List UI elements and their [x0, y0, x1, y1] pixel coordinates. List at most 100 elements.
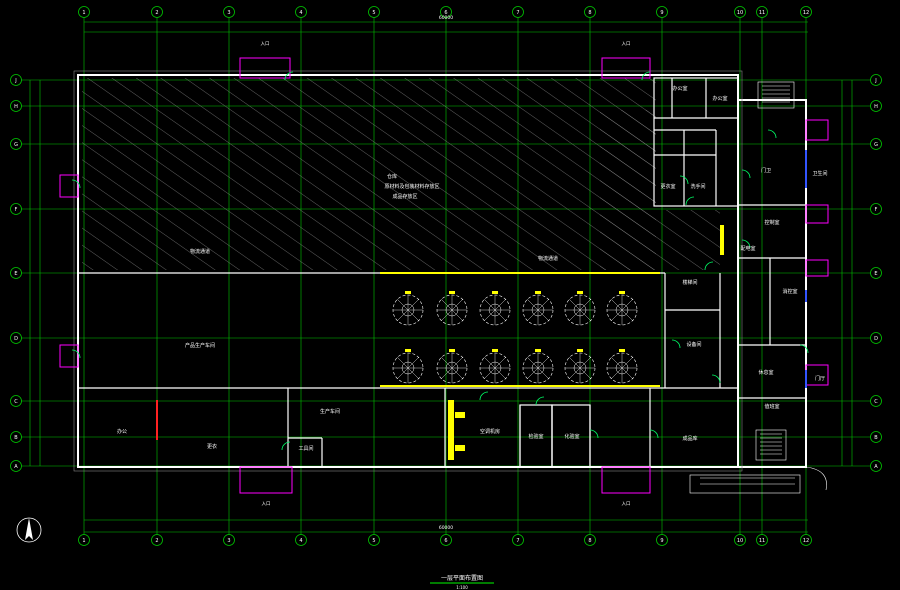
svg-text:G: G [874, 142, 878, 148]
svg-text:H: H [874, 104, 878, 110]
svg-text:更衣室: 更衣室 [660, 183, 675, 190]
axis-bubble-col-4: 4 [295, 6, 307, 18]
svg-text:10: 10 [737, 538, 743, 544]
svg-text:更衣: 更衣 [207, 443, 217, 450]
svg-text:8: 8 [588, 10, 591, 16]
entrance-ramp [689, 466, 827, 494]
axis-bubble-col-11: 11 [756, 6, 768, 18]
svg-text:物流通道: 物流通道 [190, 248, 210, 255]
svg-text:产品生产车间: 产品生产车间 [185, 342, 215, 349]
axis-bubble-row-E: E [870, 267, 882, 279]
svg-text:5: 5 [372, 538, 375, 544]
axis-bubble-row-F: F [870, 203, 882, 215]
axis-bubble-col-6: 6 [440, 534, 452, 546]
svg-text:11: 11 [759, 10, 765, 16]
svg-text:B: B [14, 435, 18, 441]
svg-text:8: 8 [588, 538, 591, 544]
svg-text:办公室: 办公室 [712, 95, 727, 102]
svg-text:办公室: 办公室 [672, 85, 687, 92]
yellow-equipment [380, 225, 724, 460]
axis-bubble-col-3: 3 [223, 6, 235, 18]
warehouse-hatch [82, 78, 656, 270]
axis-bubble-col-12: 12 [800, 6, 812, 18]
svg-text:一层平面布置图: 一层平面布置图 [441, 574, 483, 582]
svg-text:1: 1 [82, 538, 85, 544]
annotations: 入口 入口 入口 入口 60000 60000 [261, 15, 631, 531]
svg-text:D: D [874, 336, 878, 342]
axis-bubble-col-9: 9 [656, 534, 668, 546]
svg-text:生产车间: 生产车间 [320, 408, 340, 415]
svg-text:60000: 60000 [439, 525, 453, 531]
svg-text:卫生间: 卫生间 [812, 170, 827, 177]
svg-text:1:100: 1:100 [456, 585, 468, 590]
svg-text:9: 9 [660, 10, 663, 16]
svg-text:5: 5 [372, 10, 375, 16]
warehouse-hatch-ext [600, 110, 720, 270]
svg-text:物流通道: 物流通道 [538, 255, 558, 262]
svg-text:F: F [875, 207, 878, 213]
entrance-canopies [59, 57, 829, 494]
svg-text:E: E [14, 271, 17, 277]
svg-text:原材料及包装材料存放区: 原材料及包装材料存放区 [384, 183, 439, 190]
svg-text:化验室: 化验室 [564, 433, 579, 440]
axis-bubble-row-A: A [870, 460, 882, 472]
svg-text:1: 1 [82, 10, 85, 16]
svg-text:6: 6 [444, 10, 447, 16]
drawing-title: 一层平面布置图 1:100 [430, 574, 494, 590]
svg-text:成品库: 成品库 [682, 435, 697, 442]
north-arrow [16, 517, 42, 543]
axis-bubble-col-12: 12 [800, 534, 812, 546]
svg-text:J: J [14, 78, 16, 84]
office-block [653, 77, 739, 207]
axis-bubble-col-9: 9 [656, 6, 668, 18]
svg-text:3: 3 [227, 10, 230, 16]
svg-text:工具间: 工具间 [298, 445, 313, 452]
tanks [392, 290, 638, 384]
svg-text:D: D [14, 336, 18, 342]
svg-text:仓库: 仓库 [387, 173, 397, 180]
axis-bubble-row-E: E [10, 267, 22, 279]
svg-text:A: A [874, 464, 878, 470]
exterior-walls [77, 74, 807, 468]
svg-text:J: J [874, 78, 876, 84]
svg-text:11: 11 [759, 538, 765, 544]
svg-text:4: 4 [299, 10, 302, 16]
axis-bubble-row-G: G [870, 138, 882, 150]
axis-bubble-col-3: 3 [223, 534, 235, 546]
svg-text:成品存放区: 成品存放区 [392, 193, 417, 200]
axis-bubble-row-A: A [10, 460, 22, 472]
axis-bubble-col-7: 7 [512, 534, 524, 546]
axis-bubble-col-8: 8 [584, 534, 596, 546]
svg-text:B: B [874, 435, 878, 441]
svg-text:门卫: 门卫 [761, 167, 771, 174]
svg-text:60000: 60000 [439, 15, 453, 21]
svg-text:7: 7 [516, 538, 519, 544]
svg-text:F: F [15, 207, 18, 213]
svg-text:9: 9 [660, 538, 663, 544]
svg-text:入口: 入口 [262, 501, 271, 507]
axis-bubble-row-C: C [870, 395, 882, 407]
axis-bubble-row-F: F [10, 203, 22, 215]
svg-text:空调机房: 空调机房 [480, 428, 500, 435]
axis-bubble-col-10: 10 [734, 534, 746, 546]
axis-bubble-row-J: J [10, 74, 22, 86]
svg-text:入口: 入口 [622, 501, 631, 507]
axis-bubble-col-4: 4 [295, 534, 307, 546]
svg-text:检验室: 检验室 [528, 433, 543, 440]
svg-text:楼梯间: 楼梯间 [682, 279, 697, 286]
svg-text:休息室: 休息室 [758, 369, 773, 376]
axis-bubble-row-H: H [10, 100, 22, 112]
svg-text:H: H [14, 104, 18, 110]
stairs-ne [757, 81, 795, 109]
axis-bubble-col-6: 6 [440, 6, 452, 18]
axis-bubble-col-10: 10 [734, 6, 746, 18]
svg-text:配电室: 配电室 [740, 245, 755, 252]
svg-text:12: 12 [803, 10, 809, 16]
axis-bubble-row-H: H [870, 100, 882, 112]
axis-bubble-col-1: 1 [78, 6, 90, 18]
svg-text:3: 3 [227, 538, 230, 544]
axis-bubble-row-B: B [10, 431, 22, 443]
svg-text:2: 2 [155, 538, 158, 544]
axis-bubble-row-D: D [870, 332, 882, 344]
